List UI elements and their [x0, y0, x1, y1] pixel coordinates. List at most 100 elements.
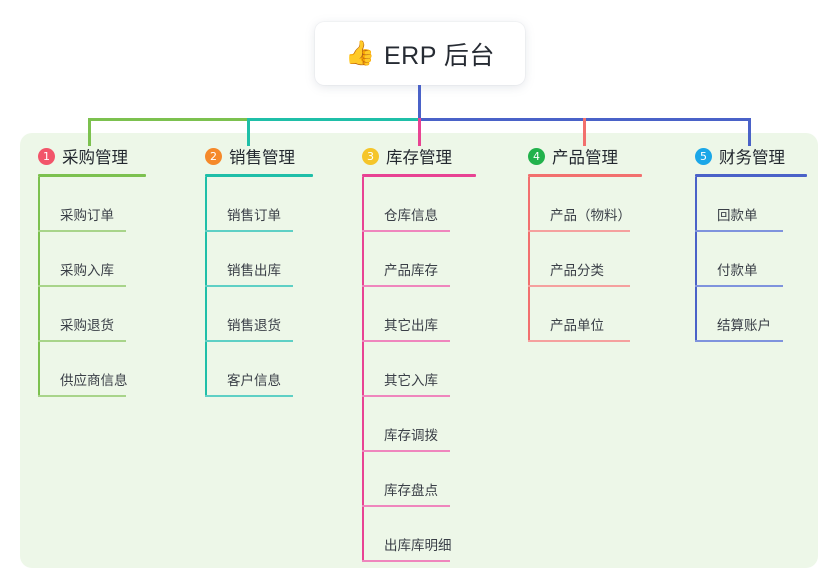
leaf-rule [362, 285, 450, 287]
branch-header-2[interactable]: 2 销售管理 [205, 144, 313, 168]
leaf-label: 仓库信息 [384, 208, 438, 223]
connector-drop [247, 118, 250, 146]
leaf-item[interactable]: 采购退货 [38, 287, 146, 342]
leaf-label: 结算账户 [717, 318, 771, 333]
leaf-rule [362, 340, 450, 342]
leaf-label: 供应商信息 [60, 373, 128, 388]
leaf-label: 库存盘点 [384, 483, 438, 498]
leaf-item[interactable]: 付款单 [695, 232, 807, 287]
leaf-rule [362, 230, 450, 232]
leaf-rule [695, 230, 783, 232]
branch-leaf-list: 回款单付款单结算账户 [695, 177, 807, 342]
leaf-label: 出库库明细 [384, 538, 452, 553]
leaf-rule [38, 395, 126, 397]
root-title: ERP 后台 [383, 41, 495, 70]
leaf-item[interactable]: 采购入库 [38, 232, 146, 287]
leaf-item[interactable]: 销售退货 [205, 287, 313, 342]
leaf-item[interactable]: 其它入库 [362, 342, 476, 397]
leaf-label: 其它入库 [384, 373, 438, 388]
branch-number-badge: 3 [362, 147, 379, 165]
branch-title: 销售管理 [229, 149, 295, 167]
branch-header-rule [695, 174, 807, 177]
branch-header-4[interactable]: 4 产品管理 [528, 144, 642, 168]
leaf-item[interactable]: 供应商信息 [38, 342, 146, 397]
leaf-rule [38, 230, 126, 232]
branch-column-2: 2 销售管理销售订单销售出库销售退货客户信息 [205, 144, 313, 397]
leaf-rule [528, 340, 630, 342]
leaf-rule [528, 285, 630, 287]
leaf-item[interactable]: 产品分类 [528, 232, 642, 287]
leaf-item[interactable]: 仓库信息 [362, 177, 476, 232]
leaf-rule [362, 560, 450, 562]
leaf-label: 产品分类 [550, 263, 604, 278]
branch-header-rule [528, 174, 642, 177]
leaf-item[interactable]: 销售订单 [205, 177, 313, 232]
branch-spine [38, 177, 40, 397]
connector-drop [88, 118, 91, 146]
leaf-item[interactable]: 采购订单 [38, 177, 146, 232]
leaf-rule [38, 285, 126, 287]
leaf-label: 产品库存 [384, 263, 438, 278]
leaf-label: 采购订单 [60, 208, 114, 223]
branch-spine [362, 177, 364, 562]
branch-title: 采购管理 [62, 149, 128, 167]
connector-trunk [418, 85, 421, 121]
leaf-item[interactable]: 其它出库 [362, 287, 476, 342]
leaf-item[interactable]: 产品（物料） [528, 177, 642, 232]
leaf-item[interactable]: 销售出库 [205, 232, 313, 287]
leaf-item[interactable]: 产品库存 [362, 232, 476, 287]
leaf-item[interactable]: 库存盘点 [362, 452, 476, 507]
leaf-label: 产品（物料） [550, 208, 631, 223]
leaf-rule [205, 395, 293, 397]
branch-column-3: 3 库存管理仓库信息产品库存其它出库其它入库库存调拨库存盘点出库库明细 [362, 144, 476, 562]
branches-panel [20, 133, 818, 568]
leaf-label: 客户信息 [227, 373, 281, 388]
branch-header-1[interactable]: 1 采购管理 [38, 144, 146, 168]
branch-header-3[interactable]: 3 库存管理 [362, 144, 476, 168]
leaf-item[interactable]: 出库库明细 [362, 507, 476, 562]
branch-leaf-list: 采购订单采购入库采购退货供应商信息 [38, 177, 146, 397]
leaf-rule [528, 230, 630, 232]
leaf-item[interactable]: 回款单 [695, 177, 807, 232]
connector-drop [583, 118, 586, 146]
leaf-label: 付款单 [717, 263, 758, 278]
root-node[interactable]: 👍 ERP 后台 [315, 22, 525, 85]
branch-number-badge: 4 [528, 147, 545, 165]
connector-drop [748, 118, 751, 146]
branch-number-badge: 1 [38, 147, 55, 165]
leaf-item[interactable]: 结算账户 [695, 287, 807, 342]
leaf-label: 销售退货 [227, 318, 281, 333]
leaf-label: 采购入库 [60, 263, 114, 278]
leaf-rule [205, 285, 293, 287]
leaf-rule [695, 285, 783, 287]
branch-header-rule [362, 174, 476, 177]
leaf-rule [205, 230, 293, 232]
leaf-item[interactable]: 库存调拨 [362, 397, 476, 452]
branch-column-4: 4 产品管理产品（物料） 产品分类产品单位 [528, 144, 642, 342]
branch-leaf-list: 销售订单销售出库销售退货客户信息 [205, 177, 313, 397]
branch-spine [205, 177, 207, 397]
branch-spine [528, 177, 530, 342]
branch-number-badge: 2 [205, 147, 222, 165]
leaf-rule [695, 340, 783, 342]
connector-bus-segment [247, 118, 419, 121]
leaf-item[interactable]: 产品单位 [528, 287, 642, 342]
branch-header-rule [205, 174, 313, 177]
leaf-rule [362, 505, 450, 507]
leaf-item[interactable]: 客户信息 [205, 342, 313, 397]
leaf-label: 采购退货 [60, 318, 114, 333]
leaf-label: 回款单 [717, 208, 758, 223]
branch-leaf-list: 产品（物料） 产品分类产品单位 [528, 177, 642, 342]
leaf-rule [205, 340, 293, 342]
branch-title: 库存管理 [386, 149, 452, 167]
connector-bus-segment [88, 118, 248, 121]
branch-title: 产品管理 [552, 149, 618, 167]
leaf-label: 其它出库 [384, 318, 438, 333]
branch-column-1: 1 采购管理采购订单采购入库采购退货供应商信息 [38, 144, 146, 397]
branch-header-rule [38, 174, 146, 177]
leaf-rule [362, 450, 450, 452]
branch-spine [695, 177, 697, 342]
